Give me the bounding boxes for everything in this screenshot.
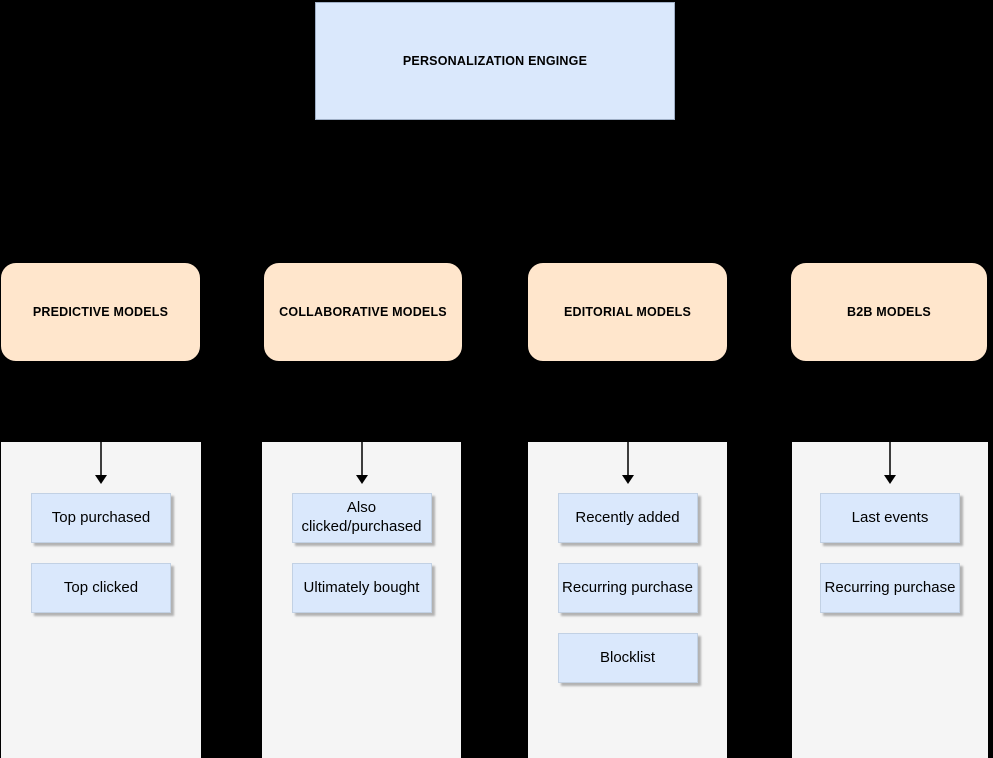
arrow-shaft [889,442,891,475]
arrow-shaft [360,442,363,475]
branch-node-label: B2B MODELS [847,305,931,319]
arrow-head [884,475,896,484]
leaf-node-also-clicked-purchased: Also clicked/purchased [291,493,432,543]
leaf-node-recurring-purchase: Recurring purchase [820,563,960,613]
arrow-head [355,475,368,484]
column-editorial-models: Recently added Recurring purchase Blockl… [528,442,727,758]
arrow-shaft [626,442,629,475]
leaf-node-recurring-purchase: Recurring purchase [557,563,698,613]
branch-node-label: PREDICTIVE MODELS [32,305,169,319]
branch-node-label: EDITORIAL MODELS [563,305,692,319]
leaf-node-blocklist: Blocklist [557,633,698,683]
leaf-node-top-clicked: Top clicked [31,563,171,613]
branch-node-label: COLLABORATIVE MODELS [279,305,447,319]
column-predictive-models: Top purchased Top clicked [1,442,201,758]
connector-root-to-collaborative [362,120,496,262]
branch-node-editorial-models: EDITORIAL MODELS [527,262,728,362]
arrow-shaft [100,442,102,475]
root-node-personalization-engine: PERSONALIZATION ENGINGE [315,2,675,120]
connector-root-to-b2b [494,120,890,262]
down-arrow-icon [355,442,368,484]
branch-node-collaborative-models: COLLABORATIVE MODELS [263,262,463,362]
leaf-node-ultimately-bought: Ultimately bought [291,563,432,613]
leaf-node-last-events: Last events [820,493,960,543]
down-arrow-icon [95,442,107,484]
leaf-node-recently-added: Recently added [557,493,698,543]
arrow-head [95,475,107,484]
column-collaborative-models: Also clicked/purchased Ultimately bought [262,442,461,758]
column-b2b-models: Last events Recurring purchase [792,442,988,758]
down-arrow-icon [621,442,634,484]
down-arrow-icon [884,442,896,484]
branch-node-predictive-models: PREDICTIVE MODELS [0,262,201,362]
root-node-label: PERSONALIZATION ENGINGE [402,54,588,68]
arrow-head [621,475,634,484]
leaf-node-top-purchased: Top purchased [31,493,171,543]
branch-node-b2b-models: B2B MODELS [790,262,988,362]
